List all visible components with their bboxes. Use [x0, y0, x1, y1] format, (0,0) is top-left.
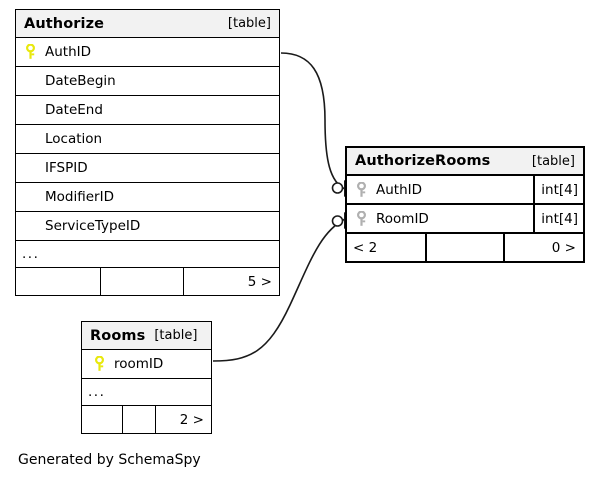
table-tag-rooms: [table] [154, 328, 198, 343]
footer-left-count [16, 268, 100, 295]
footer-right-count[interactable]: 0 > [503, 234, 583, 261]
more-columns-indicator[interactable]: ... [82, 379, 211, 406]
column-name-label: DateBegin [45, 73, 116, 89]
column-name-label: Location [45, 131, 103, 147]
table-row[interactable]: AuthID int[4] [347, 176, 583, 205]
column-type-label: int[4] [533, 176, 583, 203]
table-row[interactable]: ModifierID [16, 183, 279, 212]
footer-middle-count [122, 406, 155, 433]
footer-middle-count [425, 234, 503, 261]
column-type-label: int[4] [533, 205, 583, 232]
column-cell-servicetypeid: ServiceTypeID [16, 218, 279, 234]
footer-right-count[interactable]: 2 > [155, 406, 211, 433]
column-cell-ifspid: IFSPID [16, 160, 279, 176]
footer-middle-count [100, 268, 183, 295]
table-header-rooms: Rooms [table] [82, 322, 211, 350]
table-tag-authorize: [table] [227, 16, 271, 31]
column-name-label: IFSPID [45, 160, 88, 176]
column-name-label: AuthID [376, 181, 423, 198]
footer-left-count [82, 406, 122, 433]
table-row[interactable]: roomID [82, 350, 211, 379]
column-cell-roomid: roomID [82, 356, 211, 372]
table-tag-authorizerooms: [table] [531, 153, 575, 169]
footer-left-count[interactable]: < 2 [353, 239, 378, 256]
footer-right-count[interactable]: 5 > [183, 268, 279, 295]
table-title-rooms: Rooms [90, 327, 146, 344]
table-row[interactable]: DateEnd [16, 96, 279, 125]
cardinality-zero-marker-authorize [331, 182, 344, 194]
column-cell-location: Location [16, 131, 279, 147]
column-name-label: RoomID [376, 210, 429, 227]
table-row[interactable]: Location [16, 125, 279, 154]
column-cell-roomid: RoomID [347, 210, 533, 227]
table-row[interactable]: ServiceTypeID [16, 212, 279, 241]
table-footer-rooms: 2 > [82, 406, 211, 433]
column-cell-dateend: DateEnd [16, 102, 279, 118]
table-title-authorize: Authorize [24, 15, 105, 32]
column-cell-modifierid: ModifierID [16, 189, 279, 205]
primary-key-icon [26, 44, 35, 59]
foreign-key-icon [357, 181, 366, 197]
relationship-line-authorize-authorizerooms [280, 52, 346, 190]
diagram-caption: Generated by SchemaSpy [18, 452, 201, 468]
column-cell-datebegin: DateBegin [16, 73, 279, 89]
table-node-authorize[interactable]: Authorize [table] AuthID DateBegin [15, 9, 280, 296]
table-row[interactable]: AuthID [16, 38, 279, 67]
column-name-label: ServiceTypeID [45, 218, 141, 234]
column-cell-authid: AuthID [16, 44, 279, 60]
table-node-authorizerooms[interactable]: AuthorizeRooms [table] AuthID int[4] [345, 146, 585, 263]
cardinality-zero-marker-rooms [331, 215, 344, 227]
table-footer-authorize: 5 > [16, 268, 279, 295]
table-header-authorizerooms: AuthorizeRooms [table] [347, 148, 583, 176]
table-title-authorizerooms: AuthorizeRooms [355, 153, 491, 169]
more-columns-indicator[interactable]: ... [16, 241, 279, 268]
table-row[interactable]: RoomID int[4] [347, 205, 583, 234]
column-cell-authid: AuthID [347, 181, 533, 198]
table-footer-authorizerooms: < 2 0 > [347, 234, 583, 261]
column-name-label: DateEnd [45, 102, 103, 118]
table-node-rooms[interactable]: Rooms [table] roomID ... 2 > [81, 321, 212, 434]
column-name-label: roomID [114, 356, 164, 372]
foreign-key-icon [357, 210, 366, 226]
table-row[interactable]: DateBegin [16, 67, 279, 96]
column-name-label: AuthID [45, 44, 92, 60]
table-header-authorize: Authorize [table] [16, 10, 279, 38]
column-name-label: ModifierID [45, 189, 114, 205]
primary-key-icon [95, 356, 104, 371]
table-row[interactable]: IFSPID [16, 154, 279, 183]
